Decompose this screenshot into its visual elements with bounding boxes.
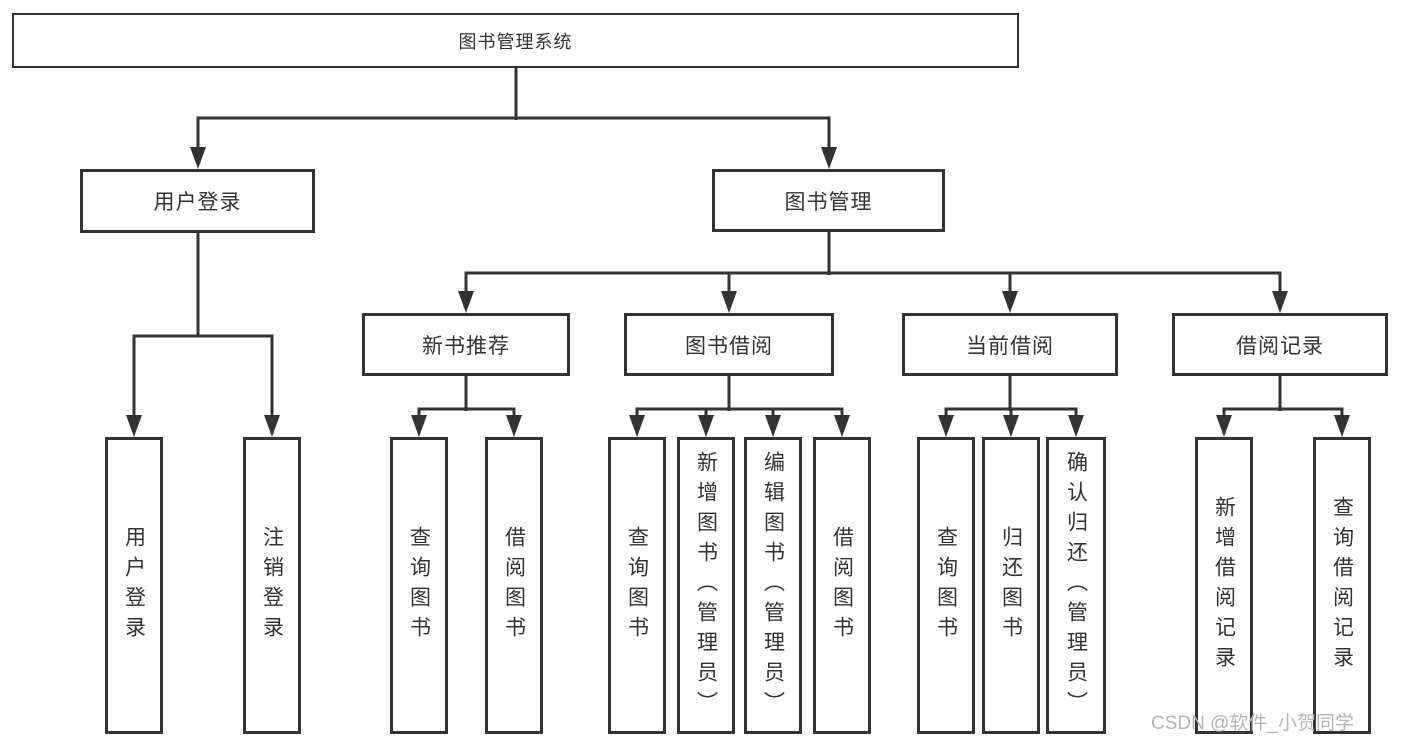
leaf-borrow-books-recommend: 借阅图书 <box>485 437 543 734</box>
leaf-label: 查询图书 <box>934 525 958 646</box>
leaf-label: 查询借阅记录 <box>1330 495 1354 676</box>
node-current-borrow: 当前借阅 <box>902 313 1118 376</box>
leaf-label: 确认归还（管理员） <box>1064 450 1088 721</box>
connector-user-login-to-leaves <box>126 233 280 437</box>
leaf-label: 借阅图书 <box>830 525 854 646</box>
leaf-query-borrow-record: 查询借阅记录 <box>1313 437 1371 734</box>
leaf-confirm-return-admin: 确认归还（管理员） <box>1046 437 1106 734</box>
node-new-book-recommend: 新书推荐 <box>362 313 570 376</box>
leaf-query-books-borrow: 查询图书 <box>608 437 666 734</box>
leaf-label: 借阅图书 <box>502 525 526 646</box>
leaf-return-books: 归还图书 <box>982 437 1040 734</box>
connector-book-mgmt-to-level3 <box>458 232 1288 313</box>
node-label: 当前借阅 <box>966 334 1054 358</box>
connector-borrow-records-to-leaves <box>1216 376 1350 437</box>
connector-root-to-level2 <box>190 68 837 169</box>
leaf-label: 注销登录 <box>260 525 284 646</box>
leaf-query-books-recommend: 查询图书 <box>390 437 448 734</box>
node-label: 新书推荐 <box>422 334 510 358</box>
node-label: 图书管理 <box>784 190 873 214</box>
leaf-label: 归还图书 <box>999 525 1023 646</box>
node-root-label: 图书管理系统 <box>458 31 573 52</box>
node-root-system: 图书管理系统 <box>12 13 1019 68</box>
leaf-label: 新增借阅记录 <box>1212 495 1236 676</box>
connector-book-borrow-to-leaves <box>629 376 850 437</box>
leaf-query-books-current: 查询图书 <box>917 437 975 734</box>
csdn-watermark: CSDN @软件_小贺同学 <box>1151 713 1354 734</box>
node-label: 用户登录 <box>153 191 242 214</box>
node-book-borrow: 图书借阅 <box>624 313 834 376</box>
node-borrow-records: 借阅记录 <box>1172 313 1388 376</box>
leaf-label: 查询图书 <box>625 525 649 646</box>
leaf-logout: 注销登录 <box>243 437 301 734</box>
leaf-borrow-books: 借阅图书 <box>813 437 871 734</box>
connector-new-book-to-leaves <box>411 376 522 437</box>
node-label: 图书借阅 <box>685 334 773 358</box>
leaf-label: 编辑图书（管理员） <box>761 450 785 721</box>
leaf-label: 新增图书（管理员） <box>694 450 718 721</box>
connector-current-borrow-to-leaves <box>938 376 1084 437</box>
node-book-management: 图书管理 <box>712 169 945 232</box>
leaf-edit-books-admin: 编辑图书（管理员） <box>744 437 802 734</box>
node-label: 借阅记录 <box>1236 334 1324 358</box>
leaf-user-login: 用户登录 <box>105 437 163 734</box>
leaf-add-books-admin: 新增图书（管理员） <box>677 437 735 734</box>
leaf-add-borrow-record: 新增借阅记录 <box>1195 437 1253 734</box>
leaf-label: 查询图书 <box>407 525 431 646</box>
leaf-label: 用户登录 <box>122 525 146 646</box>
node-user-login-group: 用户登录 <box>80 169 315 233</box>
